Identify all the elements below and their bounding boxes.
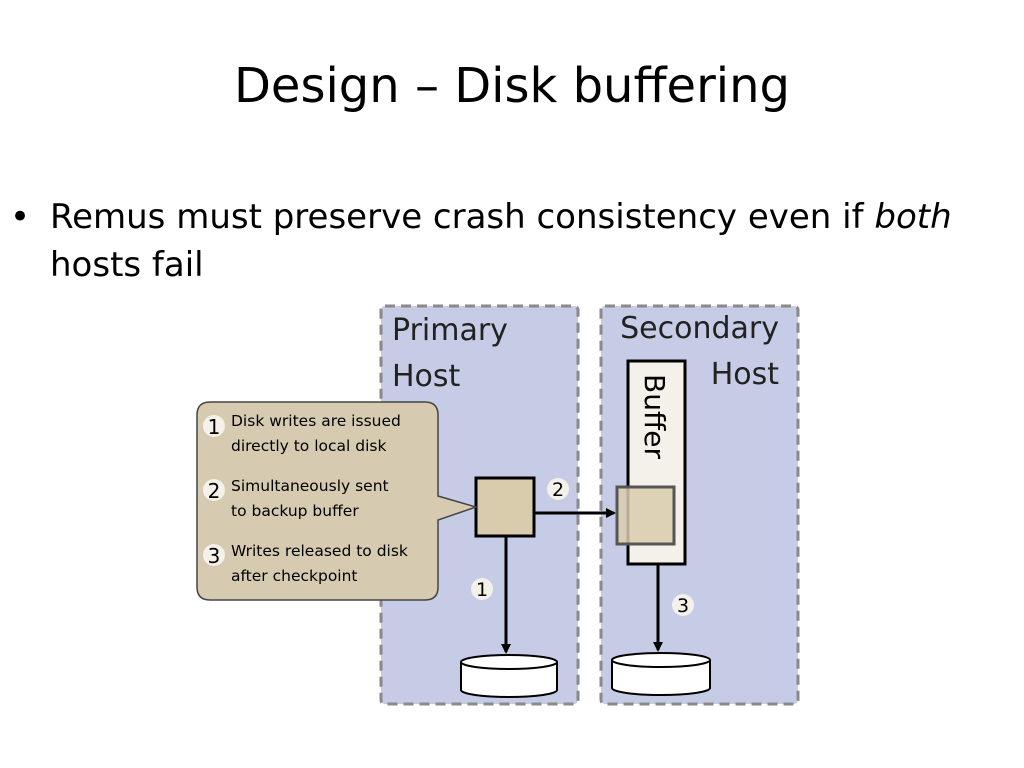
step-marker-1-icon xyxy=(471,578,493,600)
secondary-host-label-line1: Secondary xyxy=(620,311,779,346)
primary-disk-icon xyxy=(460,654,558,698)
callout-step-2-icon xyxy=(203,479,225,501)
bullet-emphasis: both xyxy=(874,197,952,237)
bullet-dot-icon: • xyxy=(10,197,31,237)
buffered-write-box xyxy=(615,485,676,546)
bullet-text: Remus must preserve crash consistency ev… xyxy=(50,193,1020,289)
callout-step-3-line2: after checkpoint xyxy=(231,567,358,585)
callout-step-3-line1: Writes released to disk xyxy=(231,542,408,560)
write-box xyxy=(474,476,536,538)
step-marker-2-number: 2 xyxy=(552,479,564,501)
callout-step-3-icon xyxy=(203,544,225,566)
callout-bubble xyxy=(196,401,479,601)
step-marker-3-icon xyxy=(672,594,694,616)
secondary-disk-icon xyxy=(611,652,711,696)
primary-host-label-line2: Host xyxy=(392,359,461,394)
step-marker-1-number: 1 xyxy=(476,579,488,601)
callout-step-1-line2: directly to local disk xyxy=(231,437,386,455)
bullet-text-end: hosts fail xyxy=(50,245,204,285)
step-marker-3-number: 3 xyxy=(677,595,689,617)
buffer-label: Buffer xyxy=(638,374,671,459)
callout-step-2-number: 2 xyxy=(208,479,221,503)
bullet-text-start: Remus must preserve crash consistency ev… xyxy=(50,197,875,237)
callout-step-1-icon xyxy=(203,415,225,437)
callout-step-2-line2: to backup buffer xyxy=(231,502,359,520)
callout-step-2-line1: Simultaneously sent xyxy=(231,477,389,495)
step-marker-2-icon xyxy=(547,478,569,500)
primary-host-label-line1: Primary xyxy=(392,313,508,348)
callout-step-3-number: 3 xyxy=(208,544,221,568)
secondary-host-label-line2: Host xyxy=(711,357,780,392)
callout-step-1-number: 1 xyxy=(208,415,221,439)
callout-step-1-line1: Disk writes are issued xyxy=(231,412,401,430)
slide-title: Design – Disk buffering xyxy=(233,58,791,114)
